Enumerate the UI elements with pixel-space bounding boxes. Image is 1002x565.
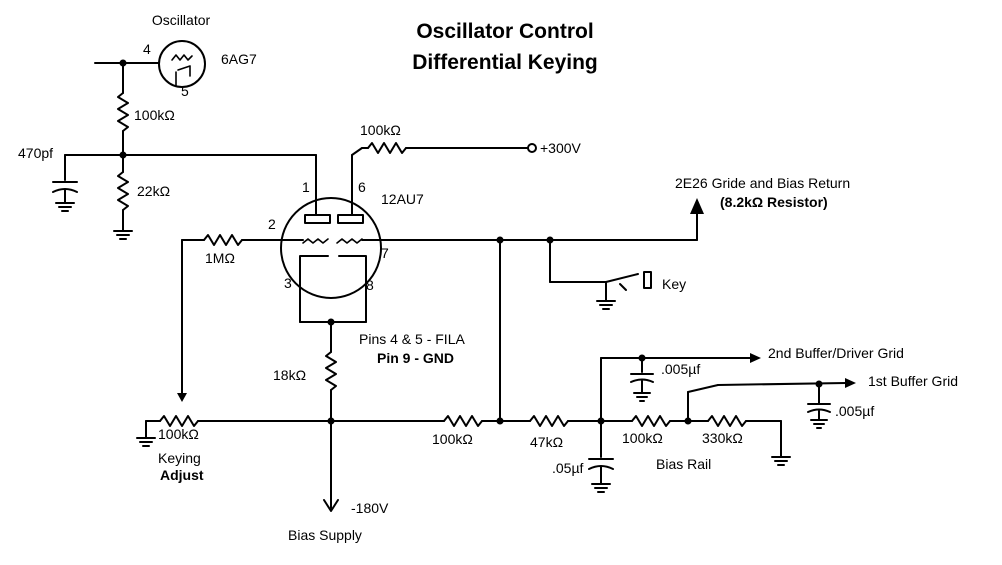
resistor-22k-label: 22kΩ [137,183,170,199]
cap-470pf-label: 470pf [18,145,53,161]
ground-icon [113,230,133,240]
resistor-osc-grid-label: 100kΩ [134,107,175,123]
neg-supply-label: -180V [351,500,389,516]
resistor-mid-100k [443,415,483,427]
tube-pin-8: 8 [366,277,374,293]
cap-05uf-label: .05µf [552,460,584,476]
b-plus-label: +300V [540,140,582,156]
cap-005uf-b-label: .005µf [835,403,874,419]
resistor-47k-label: 47kΩ [530,434,563,450]
cap-005uf-a-label: .005µf [661,361,700,377]
oscillator-tube-name: 6AG7 [221,51,257,67]
terminal-icon [527,143,537,153]
pin9-note: Pin 9 - GND [377,350,454,366]
tube-12au7-name: 12AU7 [381,191,424,207]
resistor-330k [707,415,747,427]
return-label-line2: (8.2kΩ Resistor) [720,194,828,210]
diagram-title-line2: Differential Keying [412,51,598,74]
tube-pin-3: 3 [284,275,292,291]
ground-icon [633,392,651,402]
resistor-bias-100k-label: 100kΩ [622,430,663,446]
tube-12au7 [280,197,382,299]
oscillator-pin-5: 5 [181,83,189,99]
resistor-mid-100k-label: 100kΩ [432,431,473,447]
key-label: Key [662,276,686,292]
oscillator-tube-6ag7 [158,40,206,88]
ground-icon [771,456,791,466]
resistor-22k [117,171,129,211]
ground-icon [596,300,616,310]
resistor-1m-label: 1MΩ [205,250,235,266]
capacitor-005uf-a [630,373,654,383]
buffer2-label: 2nd Buffer/Driver Grid [768,345,904,361]
bias-supply-label: Bias Supply [288,527,362,543]
potentiometer-label: 100kΩ [158,426,199,442]
return-label-line1: 2E26 Gride and Bias Return [675,175,850,191]
pins-fila-note: Pins 4 & 5 - FILA [359,331,465,347]
resistor-1m [203,234,243,246]
resistor-plate [367,142,407,154]
tube-pin-7: 7 [381,245,389,261]
resistor-bias-100k [631,415,671,427]
ground-icon [136,437,156,447]
tube-pin-2: 2 [268,216,276,232]
resistor-330k-label: 330kΩ [702,430,743,446]
adjust-label: Adjust [160,467,204,483]
resistor-18k [325,351,337,391]
ground-icon [55,202,75,212]
resistor-47k [529,415,569,427]
capacitor-005uf-b [807,403,831,413]
ground-icon [591,483,611,493]
key-switch-icon [605,271,652,291]
resistor-plate-label: 100kΩ [360,122,401,138]
resistor-osc-grid [117,92,129,132]
potentiometer-keying [159,415,199,427]
buffer1-label: 1st Buffer Grid [868,373,958,389]
resistor-18k-label: 18kΩ [273,367,306,383]
keying-label: Keying [158,450,201,466]
oscillator-pin-4: 4 [143,41,151,57]
tube-pin-1: 1 [302,179,310,195]
tube-pin-6: 6 [358,179,366,195]
diagram-title-line1: Oscillator Control [416,20,593,43]
ground-icon [810,419,828,429]
oscillator-label: Oscillator [152,12,211,28]
bias-rail-label: Bias Rail [656,456,711,472]
